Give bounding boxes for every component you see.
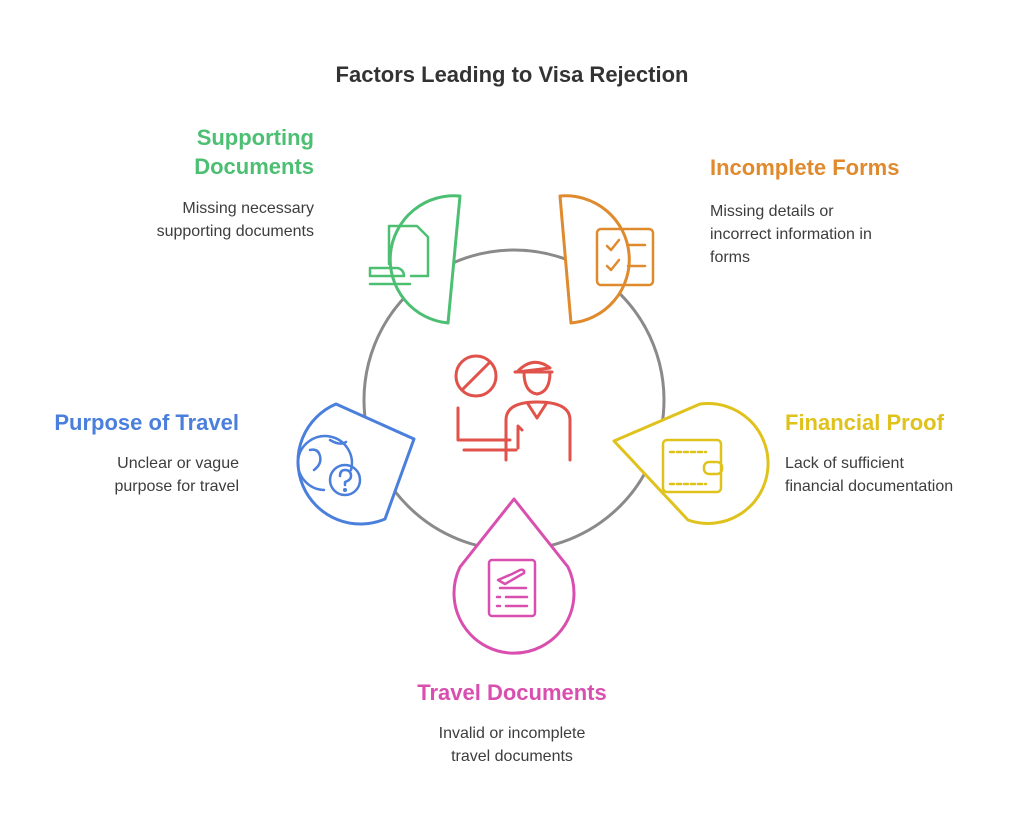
desc-travel-documents: Invalid or incomplete travel documents bbox=[362, 722, 662, 768]
label-purpose-of-travel: Purpose of Travel bbox=[20, 408, 239, 437]
travel-documents-node bbox=[452, 497, 576, 655]
checklist-icon bbox=[595, 227, 655, 287]
desc-financial-proof: Lack of sufficient financial documentati… bbox=[785, 452, 1015, 498]
label-line: Purpose of Travel bbox=[54, 410, 239, 435]
label-line: Financial Proof bbox=[785, 410, 944, 435]
desc-incomplete-forms: Missing details or incorrect information… bbox=[710, 200, 950, 269]
desc-line: Missing details or bbox=[710, 203, 834, 220]
desc-line: supporting documents bbox=[156, 223, 314, 240]
label-line: Documents bbox=[194, 154, 314, 179]
desc-line: incorrect information in bbox=[710, 226, 872, 243]
label-supporting-documents: Supporting Documents bbox=[114, 123, 314, 181]
desc-supporting-documents: Missing necessary supporting documents bbox=[94, 197, 314, 243]
desc-line: purpose for travel bbox=[114, 478, 239, 495]
document-hand-icon bbox=[368, 224, 430, 286]
flight-ticket-icon bbox=[487, 558, 537, 618]
supporting-documents-node bbox=[368, 194, 462, 325]
label-line: Incomplete Forms bbox=[710, 155, 900, 180]
desc-line: Invalid or incomplete bbox=[438, 725, 586, 742]
purpose-of-travel-node bbox=[296, 402, 416, 526]
desc-line: travel documents bbox=[451, 748, 573, 765]
label-travel-documents: Travel Documents bbox=[362, 678, 662, 707]
desc-line: forms bbox=[710, 249, 750, 266]
financial-proof-node bbox=[612, 401, 770, 525]
wallet-icon bbox=[661, 438, 724, 494]
label-line: Supporting bbox=[196, 125, 314, 150]
label-line: Travel Documents bbox=[417, 680, 607, 705]
label-incomplete-forms: Incomplete Forms bbox=[710, 153, 970, 182]
desc-line: Lack of sufficient bbox=[785, 455, 904, 472]
desc-line: Unclear or vague bbox=[117, 455, 239, 472]
label-financial-proof: Financial Proof bbox=[785, 408, 1005, 437]
desc-purpose-of-travel: Unclear or vague purpose for travel bbox=[39, 452, 239, 498]
globe-question-icon bbox=[296, 434, 362, 497]
diagram-title: Factors Leading to Visa Rejection bbox=[335, 62, 689, 87]
denied-officer-icon bbox=[454, 354, 572, 462]
incomplete-forms-node bbox=[558, 194, 655, 325]
desc-line: financial documentation bbox=[785, 478, 954, 495]
desc-line: Missing necessary bbox=[182, 200, 314, 217]
